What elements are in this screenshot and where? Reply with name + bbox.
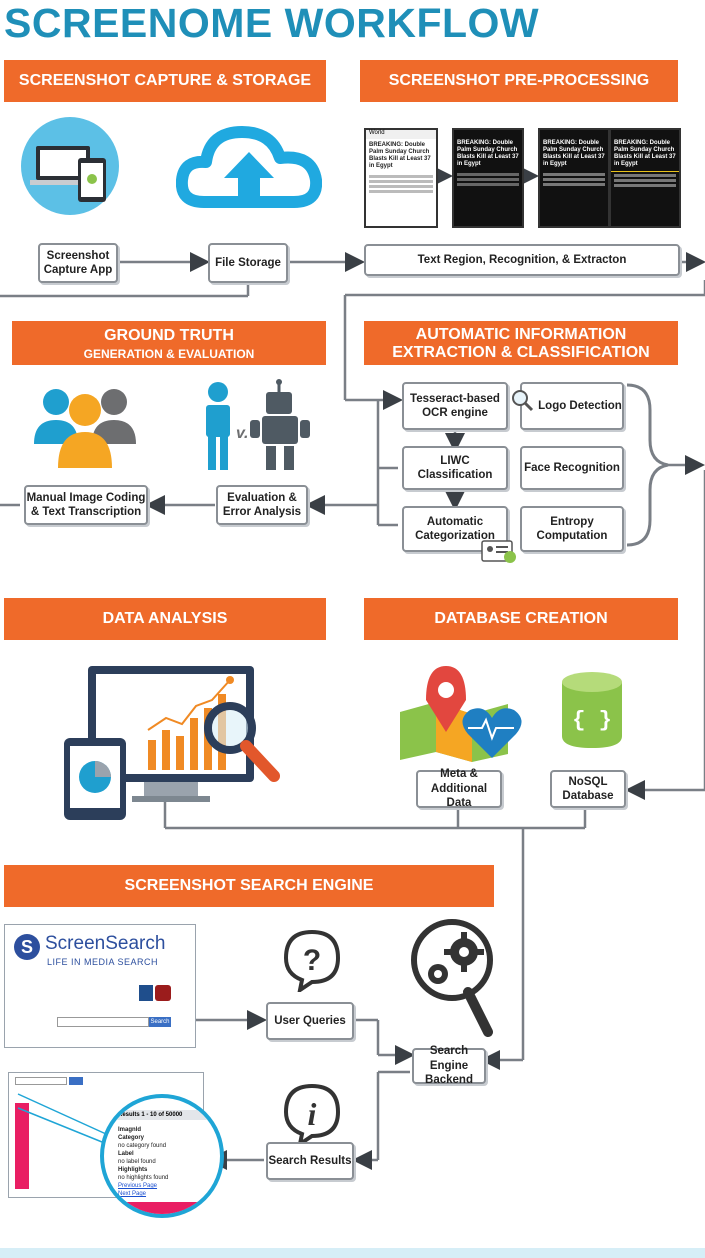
capture-app-box: Screenshot Capture App: [38, 243, 118, 283]
screensearch-button[interactable]: Search: [149, 1017, 171, 1027]
svg-text:?: ?: [303, 944, 321, 977]
gears-magnifier-icon: [411, 919, 493, 1037]
entropy-box: Entropy Computation: [520, 506, 624, 552]
user-queries-box: User Queries: [266, 1002, 354, 1040]
database-icon: { }: [562, 672, 622, 748]
field-category-value: no category found: [118, 1143, 167, 1149]
results-zoom-lens: Results 1 - 10 of 50000 Imagnld Category…: [100, 1094, 224, 1218]
auto-extraction-line1: AUTOMATIC INFORMATION: [415, 326, 627, 343]
logo-detection-box: Logo Detection: [520, 382, 624, 430]
liwc-box: LIWC Classification: [402, 446, 508, 490]
magnifier-icon: [512, 390, 534, 412]
section-ground-truth: GROUND TRUTH GENERATION & EVALUATION: [12, 321, 326, 365]
phone-screen-binarized: BREAKING: Double Palm Sunday Church Blas…: [538, 128, 610, 228]
section-auto-extraction: AUTOMATIC INFORMATION EXTRACTION & CLASS…: [364, 321, 678, 365]
search-results-box: Search Results: [266, 1142, 354, 1180]
section-capture-storage: SCREENSHOT CAPTURE & STORAGE: [4, 60, 326, 102]
nosql-box: NoSQL Database: [550, 770, 626, 808]
phone-headline-inverted: BREAKING: Double Palm Sunday Church Blas…: [457, 140, 519, 167]
field-highlights-value: no highlights found: [118, 1175, 169, 1181]
map-heart-icon: [400, 666, 522, 762]
search-backend-box: Search Engine Backend: [412, 1045, 486, 1086]
question-bubble-icon: ?: [283, 929, 341, 992]
results-header: Results 1 - 10 of 50000: [104, 1110, 220, 1120]
field-label: Label: [118, 1151, 134, 1157]
ground-truth-subtitle: GENERATION & EVALUATION: [83, 347, 255, 361]
text-region-box: Text Region, Recognition, & Extracton: [364, 244, 680, 276]
ground-truth-title: GROUND TRUTH: [104, 327, 234, 344]
section-database: DATABASE CREATION: [364, 598, 678, 640]
ocr-engine-box: Tesseract-based OCR engine: [402, 382, 508, 430]
phone-nav: World: [366, 130, 436, 139]
laptop-phone-icon: [21, 117, 119, 215]
screensearch-input[interactable]: [57, 1017, 149, 1027]
phone-headline: BREAKING: Double Palm Sunday Church Blas…: [369, 142, 431, 169]
page-title: SCREENOME WORKFLOW: [4, 0, 540, 46]
meta-data-box: Meta & Additional Data: [416, 768, 502, 809]
field-imageid: Imagnld: [118, 1127, 142, 1133]
results-fields: Imagnld Category no category found Label…: [118, 1126, 168, 1198]
face-recognition-box: Face Recognition: [520, 446, 624, 490]
id-card-icon: [481, 540, 516, 563]
section-preprocessing: SCREENSHOT PRE-PROCESSING: [360, 60, 678, 102]
svg-text:S: S: [21, 937, 33, 957]
field-category: Category: [118, 1135, 145, 1141]
info-bubble-icon: i: [283, 1083, 341, 1146]
next-page-link[interactable]: Next Page: [118, 1191, 147, 1197]
svg-text:{ }: { }: [572, 708, 612, 733]
screensearch-logo-icon: S: [14, 934, 40, 960]
section-search-engine: SCREENSHOT SEARCH ENGINE: [4, 865, 494, 907]
screensearch-tagline: LIFE IN MEDIA SEARCH: [47, 957, 159, 967]
phone-headline-binarized: BREAKING: Double Palm Sunday Church Blas…: [543, 140, 605, 167]
field-highlights: Highlights: [118, 1167, 148, 1173]
screensearch-brand: ScreenSearch: [45, 933, 166, 954]
file-storage-box: File Storage: [208, 243, 288, 283]
svg-text:i: i: [308, 1096, 317, 1132]
people-icon: [34, 389, 136, 468]
screensearch-homepage: S ScreenSearch LIFE IN MEDIA SEARCH Sear…: [4, 924, 196, 1048]
svg-text:v.: v.: [236, 425, 248, 442]
footer-bar: [0, 1248, 705, 1258]
monitor-chart-icon: [64, 666, 280, 820]
evaluation-box: Evaluation & Error Analysis: [216, 485, 308, 525]
auto-extraction-line2: EXTRACTION & CLASSIFICATION: [392, 344, 650, 361]
previous-page-link[interactable]: Previous Page: [118, 1183, 158, 1189]
person-robot-icon: v.: [206, 379, 310, 470]
phone-screen-regions: BREAKING: Double Palm Sunday Church Blas…: [609, 128, 681, 228]
phone-screen-original: World BREAKING: Double Palm Sunday Churc…: [364, 128, 438, 228]
manual-coding-box: Manual Image Coding & Text Transcription: [24, 485, 148, 525]
cloud-upload-icon: [176, 126, 322, 208]
zoom-connector-lines: [17, 1093, 107, 1143]
phone-headline-regions: BREAKING: Double Palm Sunday Church Blas…: [611, 130, 679, 172]
phone-screen-inverted: BREAKING: Double Palm Sunday Church Blas…: [452, 128, 524, 228]
field-label-value: no label found: [118, 1159, 156, 1165]
section-data-analysis: DATA ANALYSIS: [4, 598, 326, 640]
